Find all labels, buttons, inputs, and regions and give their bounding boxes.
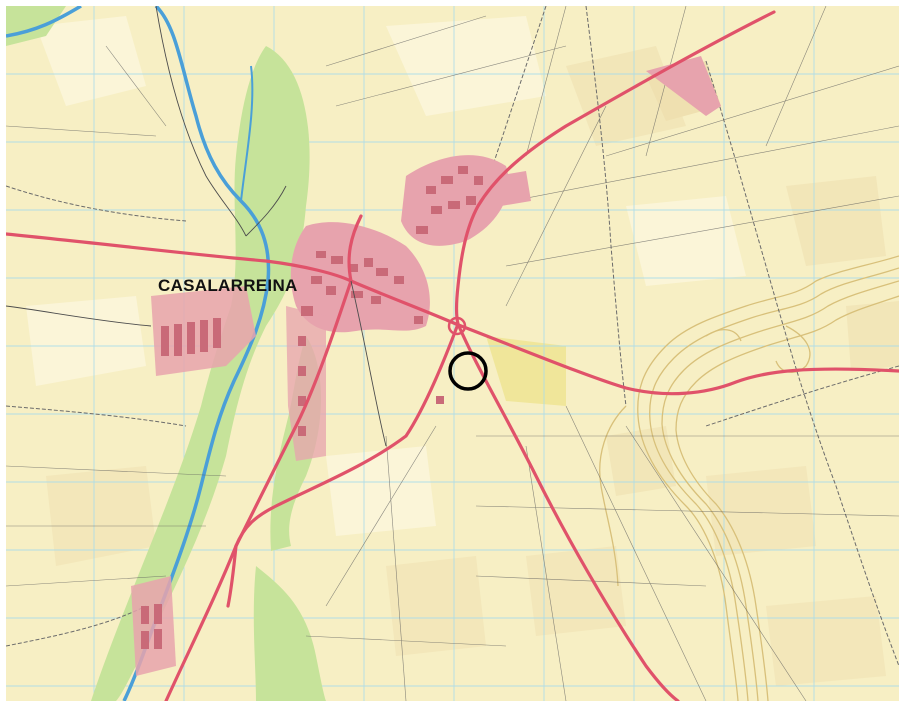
tracks xyxy=(6,6,899,667)
urban-blocks xyxy=(141,166,483,649)
town-label: CASALARREINA xyxy=(158,276,298,295)
topographic-map[interactable] xyxy=(6,6,899,701)
map-frame[interactable]: CASALARREINA xyxy=(6,6,899,701)
circle-marker-icon[interactable] xyxy=(448,351,488,391)
field-parcels xyxy=(26,16,899,686)
main-roads xyxy=(6,10,899,701)
river-branch xyxy=(240,65,254,202)
roundabout xyxy=(447,316,467,336)
field-boundaries xyxy=(6,6,899,701)
secondary-roads xyxy=(6,6,387,447)
